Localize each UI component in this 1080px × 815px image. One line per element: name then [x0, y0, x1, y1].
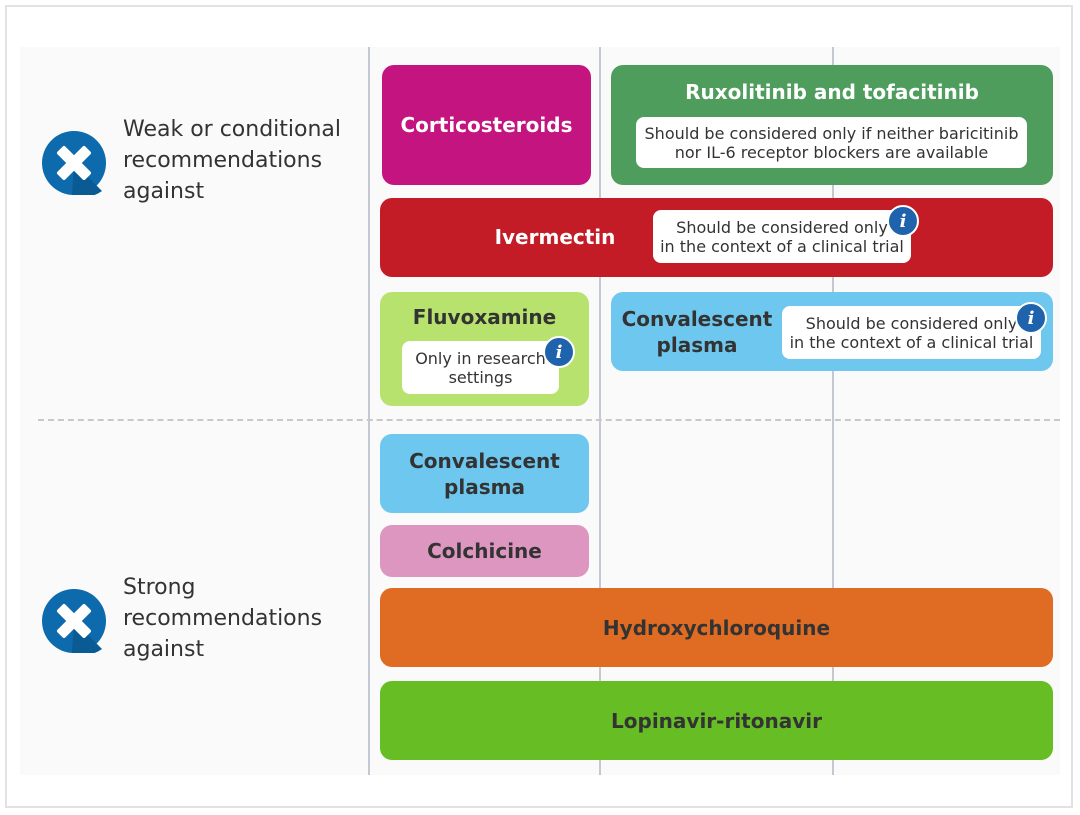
figure-frame [5, 5, 1073, 808]
ruxolitinib-box: Ruxolitinib and tofacitinib Should be co… [611, 65, 1053, 185]
box-label: Fluvoxamine [412, 305, 557, 329]
box-label: Lopinavir-ritonavir [611, 708, 822, 733]
weak-category-label: Weak or conditional recommendations agai… [123, 114, 341, 207]
label-line: against [123, 179, 205, 204]
info-icon[interactable]: i [1015, 302, 1047, 334]
label-line: recommendations [123, 606, 323, 631]
note-line: Should be considered only if neither bar… [644, 123, 1019, 143]
box-label: Colchicine [427, 539, 542, 563]
column-divider [368, 47, 370, 775]
x-circle-icon [42, 131, 106, 198]
box-label: Hydroxychloroquine [602, 615, 831, 640]
info-icon[interactable]: i [543, 336, 575, 368]
info-icon[interactable]: i [887, 205, 919, 237]
box-label: Ruxolitinib and tofacitinib [685, 80, 979, 104]
box-label: Corticosteroids [400, 113, 573, 137]
label-line: recommendations [123, 148, 323, 173]
label-line: Strong [123, 575, 196, 600]
column-divider [832, 47, 834, 775]
box-label: Ivermectin [494, 225, 616, 249]
strong-category-label: Strong recommendations against [123, 572, 322, 665]
note-line: in the context of a clinical trial [789, 332, 1034, 352]
corticosteroids-box: Corticosteroids [382, 65, 591, 185]
note-line: Should be considered only [805, 313, 1018, 333]
label-line: Convalescent [621, 307, 773, 331]
condition-note: Should be considered only if neither bar… [636, 117, 1027, 168]
label-line: against [123, 637, 205, 662]
colchicine-box: Colchicine [380, 525, 589, 577]
label-line: Weak or conditional [123, 117, 342, 142]
note-line: settings [448, 367, 513, 387]
x-circle-icon [42, 589, 106, 656]
note-line: nor IL-6 receptor blockers are available [674, 142, 989, 162]
note-line: Only in research [415, 348, 546, 368]
note-line: Should be considered only [676, 217, 888, 237]
label-line: Convalescent [409, 448, 560, 473]
label-line: plasma [656, 333, 738, 357]
label-line: plasma [444, 474, 525, 499]
note-line: in the context of a clinical trial [660, 236, 904, 256]
hydroxychloroquine-box: Hydroxychloroquine [380, 588, 1053, 667]
lopinavir-ritonavir-box: Lopinavir-ritonavir [380, 681, 1053, 760]
section-divider [38, 419, 1060, 421]
column-divider [599, 47, 601, 775]
